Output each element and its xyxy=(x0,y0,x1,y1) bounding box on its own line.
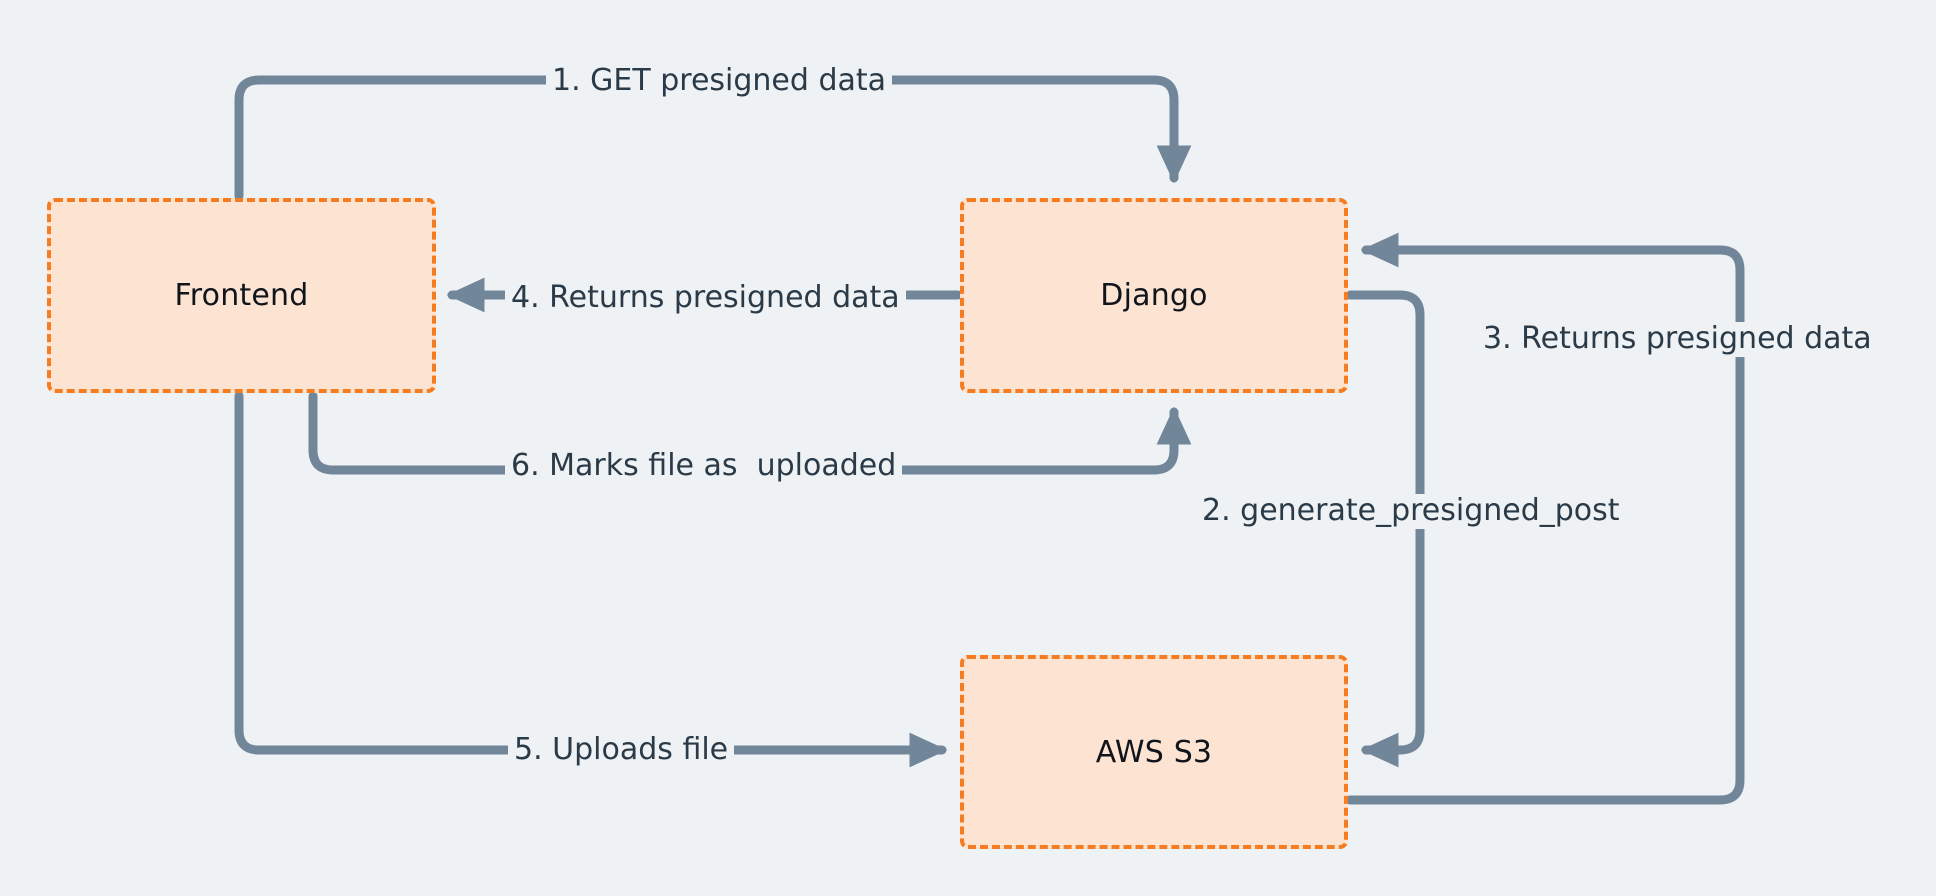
edge-5-path xyxy=(234,391,948,768)
edge-label-1-get-presigned-data: 1. GET presigned data xyxy=(546,63,893,99)
edge-3-path xyxy=(1345,232,1745,805)
node-aws-s3-label: AWS S3 xyxy=(1095,734,1213,770)
node-django[interactable]: Django xyxy=(960,198,1348,393)
edge-label-6-marks-file-as-uploaded: 6. Marks file as uploaded xyxy=(505,448,903,484)
edge-label-4-returns-presigned-data: 4. Returns presigned data xyxy=(505,280,906,316)
node-frontend-label: Frontend xyxy=(174,278,309,313)
edge-label-2-generate-presigned-post: 2. generate_presigned_post xyxy=(1196,493,1626,529)
node-aws-s3[interactable]: AWS S3 xyxy=(960,655,1348,849)
node-frontend[interactable]: Frontend xyxy=(47,198,436,393)
edge-label-3-returns-presigned-data: 3. Returns presigned data xyxy=(1477,321,1878,357)
node-django-label: Django xyxy=(1100,278,1208,313)
edge-label-5-uploads-file: 5. Uploads file xyxy=(508,732,735,768)
